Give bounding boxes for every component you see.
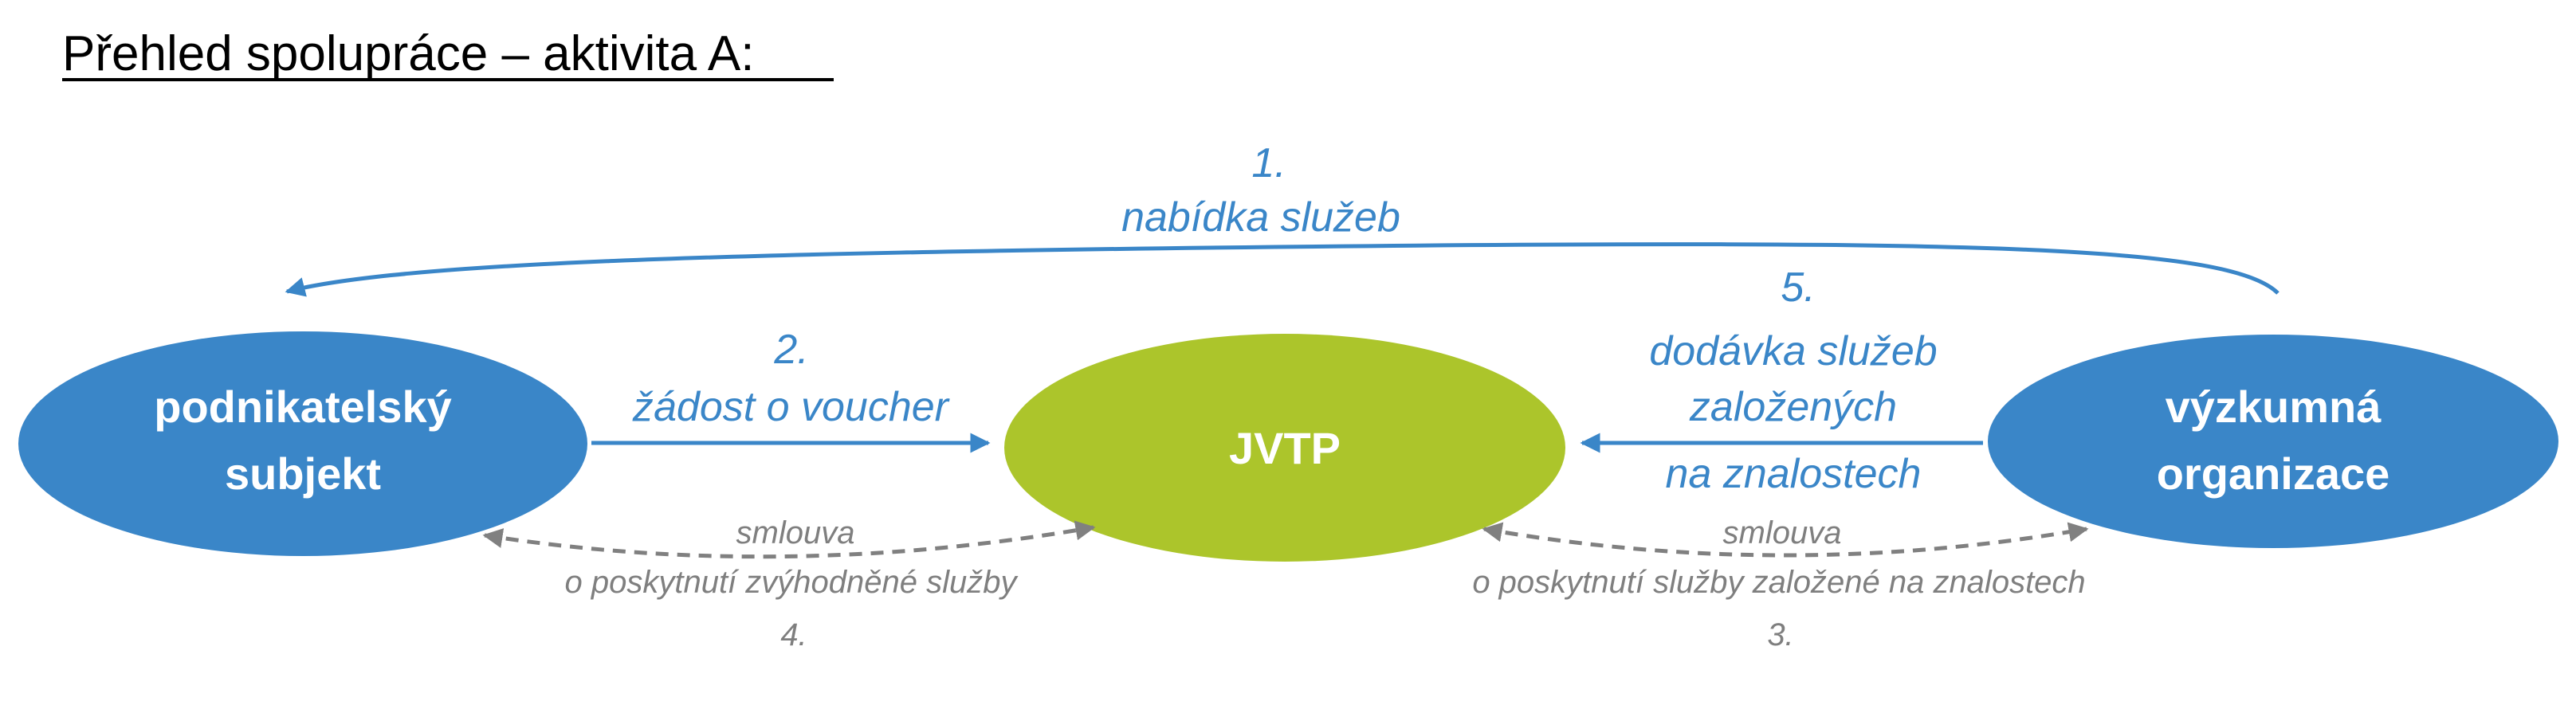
contract-left-arrow	[482, 520, 1096, 559]
delivery-label-line2: založených	[1689, 384, 1897, 430]
offer-label: nabídka služeb	[1121, 194, 1400, 241]
contract-right-arrow	[1482, 522, 2089, 558]
offer-number: 1.	[1251, 140, 1286, 186]
contract-left-label-line1: smlouva	[736, 515, 855, 550]
jvtp-node	[1004, 334, 1565, 562]
offer-arrow	[285, 242, 2280, 297]
delivery-number: 5.	[1781, 264, 1815, 311]
contract-left-label-line2: o poskytnutí zvýhodněné služby	[564, 565, 1019, 600]
voucher-label: žádost o voucher	[632, 384, 951, 430]
jvtp-label: JVTP	[1229, 423, 1341, 473]
business-subject-node	[18, 331, 587, 556]
contract-right-label-line2: o poskytnutí služby založené na znaloste…	[1472, 565, 2085, 600]
research-organization-node	[1988, 335, 2558, 548]
contract-left-number: 4.	[780, 617, 807, 652]
delivery-label-line1: dodávka služeb	[1649, 328, 1937, 374]
research-organization-label-line1: výzkumná	[2166, 382, 2382, 432]
business-subject-label-line2: subjekt	[225, 449, 381, 499]
contract-right-label-line1: smlouva	[1723, 515, 1842, 550]
delivery-label-line3: na znalostech	[1666, 451, 1922, 497]
contract-right-number: 3.	[1767, 617, 1793, 652]
voucher-number: 2.	[773, 327, 808, 373]
page-title: Přehled spolupráce – aktivita A:	[62, 26, 755, 81]
research-organization-label-line2: organizace	[2157, 449, 2390, 499]
business-subject-label-line1: podnikatelský	[154, 382, 451, 432]
